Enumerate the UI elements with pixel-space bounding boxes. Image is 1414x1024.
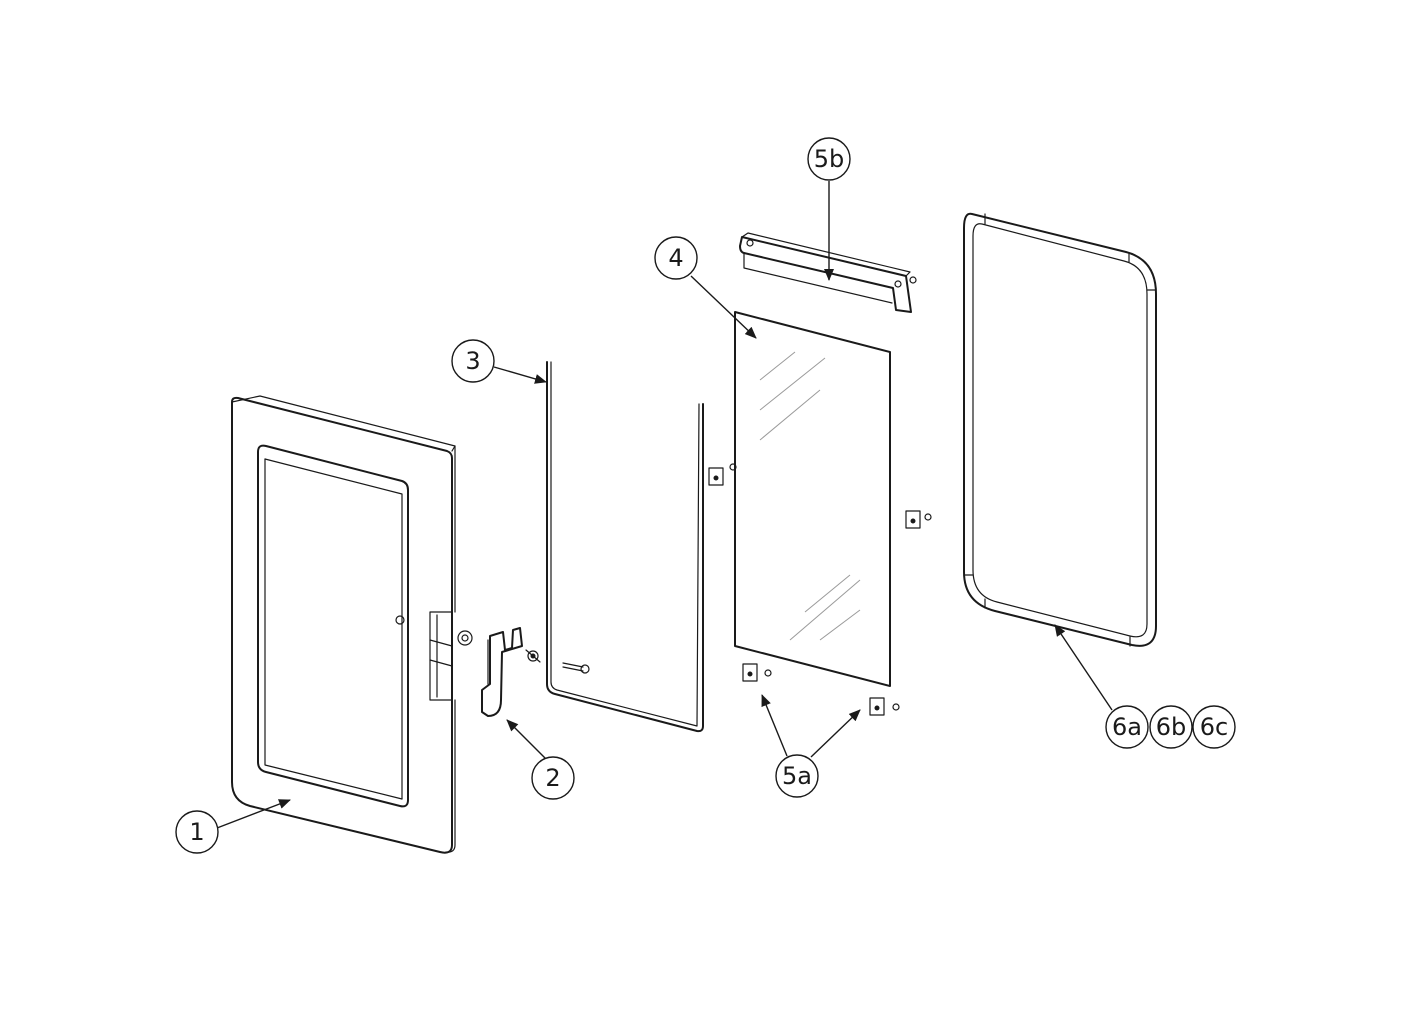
callout-label-2: 2 bbox=[545, 764, 560, 792]
callout-label-3: 3 bbox=[465, 347, 480, 375]
part-door-frame bbox=[231, 395, 456, 854]
part-gasket bbox=[963, 212, 1157, 647]
glass-clips bbox=[708, 463, 932, 716]
callout-label-6c: 6c bbox=[1200, 713, 1228, 741]
callout-label-6b: 6b bbox=[1156, 713, 1187, 741]
part-glass-panel bbox=[734, 311, 891, 687]
callout-label-4: 4 bbox=[668, 244, 683, 272]
callout-6b: 6b bbox=[1149, 705, 1193, 749]
callout-5a: 5a bbox=[775, 754, 819, 798]
callout-label-5a: 5a bbox=[782, 762, 812, 790]
callout-4: 4 bbox=[654, 236, 698, 280]
callout-label-5b: 5b bbox=[814, 145, 845, 173]
screw-pin bbox=[562, 662, 590, 674]
callout-6c: 6c bbox=[1192, 705, 1236, 749]
washer bbox=[457, 630, 473, 646]
callout-3: 3 bbox=[451, 339, 495, 383]
callout-1: 1 bbox=[175, 810, 219, 854]
callout-2: 2 bbox=[531, 756, 575, 800]
part-hinge-bracket bbox=[481, 627, 541, 717]
callout-5b: 5b bbox=[807, 137, 851, 181]
leader-lines bbox=[216, 181, 1113, 829]
callout-label-1: 1 bbox=[189, 818, 204, 846]
callout-6a: 6a bbox=[1105, 705, 1149, 749]
part-seal bbox=[546, 361, 704, 733]
part-top-bracket bbox=[739, 232, 917, 313]
callout-label-6a: 6a bbox=[1112, 713, 1142, 741]
